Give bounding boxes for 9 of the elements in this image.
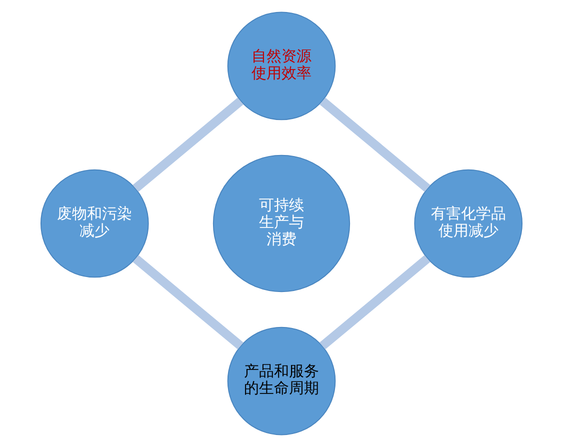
node-circle: 废物和污染减少	[40, 169, 148, 278]
connector	[319, 255, 430, 350]
node-circle: 有害化学品使用减少	[414, 169, 522, 278]
node-circle: 可持续生产与消费	[212, 154, 350, 292]
node-circle: 产品和服务的生命周期	[226, 326, 336, 436]
connector	[132, 98, 243, 192]
connector	[132, 255, 243, 350]
node-circle: 自然资源使用效率	[226, 12, 336, 120]
connector	[319, 98, 430, 192]
